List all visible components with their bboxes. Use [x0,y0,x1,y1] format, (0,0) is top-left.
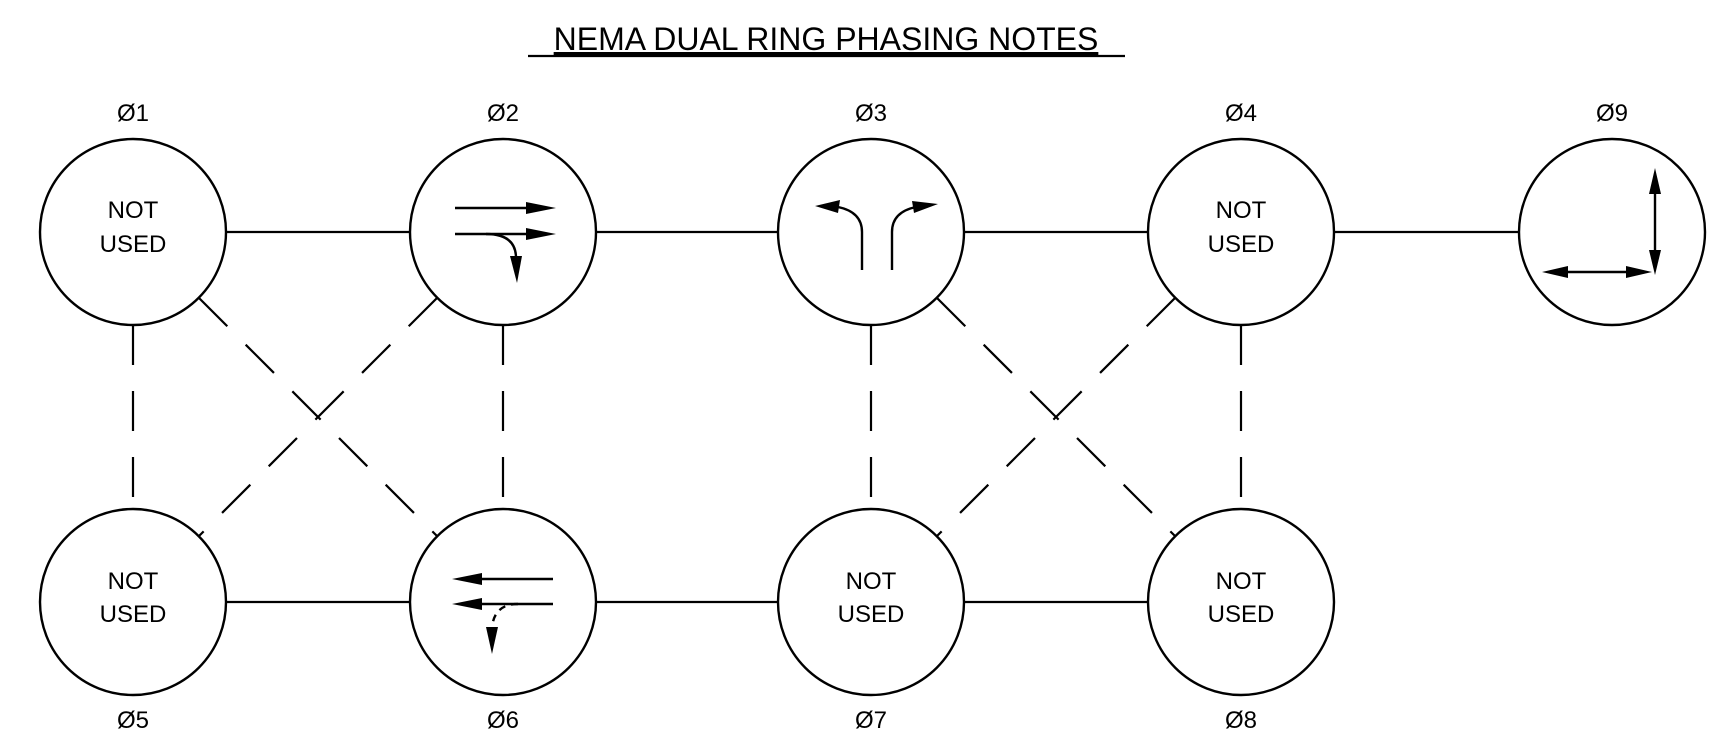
westbound-permissive-left-turn-arrow [490,602,519,629]
phase-6-label: Ø6 [487,707,519,734]
phase-5-circle [38,507,228,697]
phase-2-node [408,137,598,327]
phase-6-node [408,507,598,697]
arrowhead-down-icon [486,627,498,654]
phase-4-used-text: USED [1208,231,1275,258]
arrowhead-left-icon [452,598,482,610]
arrowhead-right-icon [1626,266,1652,278]
phase-6-circle [408,507,598,697]
eastbound-right-turn-arrow [485,232,518,259]
phase-4-node: NOT USED [1146,137,1336,327]
phase-8-not-text: NOT [1216,568,1267,595]
phase-4-label: Ø4 [1225,100,1257,127]
arrowhead-right-icon [526,228,556,240]
phase-7-label: Ø7 [855,707,887,734]
phase-8-node: NOT USED [1146,507,1336,697]
phase-1-label: Ø1 [117,100,149,127]
phase-7-not-text: NOT [846,568,897,595]
phase-1-not-text: NOT [108,197,159,224]
arrowhead-left-icon [1542,266,1568,278]
phase-9-label: Ø9 [1596,100,1628,127]
arrowhead-down-icon [1649,250,1661,275]
phase-8-circle [1146,507,1336,697]
phase-9-node [1517,137,1707,327]
arrowhead-left-icon [452,573,482,585]
phase-6-movement-icon [452,573,553,654]
phase-9-pedestrian-icon [1542,168,1661,278]
phase-8-label: Ø8 [1225,707,1257,734]
left-turn-arrow-east [890,205,917,270]
phase-5-not-text: NOT [108,568,159,595]
arrowhead-right-icon [912,201,938,213]
phase-2-circle [408,137,598,327]
arrowhead-down-icon [510,256,522,283]
phase-2-label: Ø2 [487,100,519,127]
concurrency-line-p4-p7 [936,297,1176,537]
phase-7-circle [776,507,966,697]
phase-7-used-text: USED [838,601,905,628]
phase-4-not-text: NOT [1216,197,1267,224]
phase-3-circle [776,137,966,327]
phase-1-node: NOT USED [38,137,228,327]
phase-8-used-text: USED [1208,601,1275,628]
phase-5-node: NOT USED [38,507,228,697]
arrowhead-up-icon [1649,168,1661,194]
arrowhead-right-icon [526,202,556,214]
left-turn-arrow-west [837,205,864,270]
phase-5-label: Ø5 [117,707,149,734]
phase-9-circle [1517,137,1707,327]
concurrency-line-p2-p5 [198,297,438,537]
phase-1-circle [38,137,228,327]
phase-5-used-text: USED [100,601,167,628]
phase-3-movement-icon [815,200,938,270]
phase-3-label: Ø3 [855,100,887,127]
phase-2-movement-icon [455,202,556,283]
phase-7-node: NOT USED [776,507,966,697]
arrowhead-left-icon [815,200,840,213]
phase-1-used-text: USED [100,231,167,258]
phase-3-node [776,137,966,327]
diagram-title: NEMA DUAL RING PHASING NOTES [554,21,1099,57]
phase-4-circle [1146,137,1336,327]
